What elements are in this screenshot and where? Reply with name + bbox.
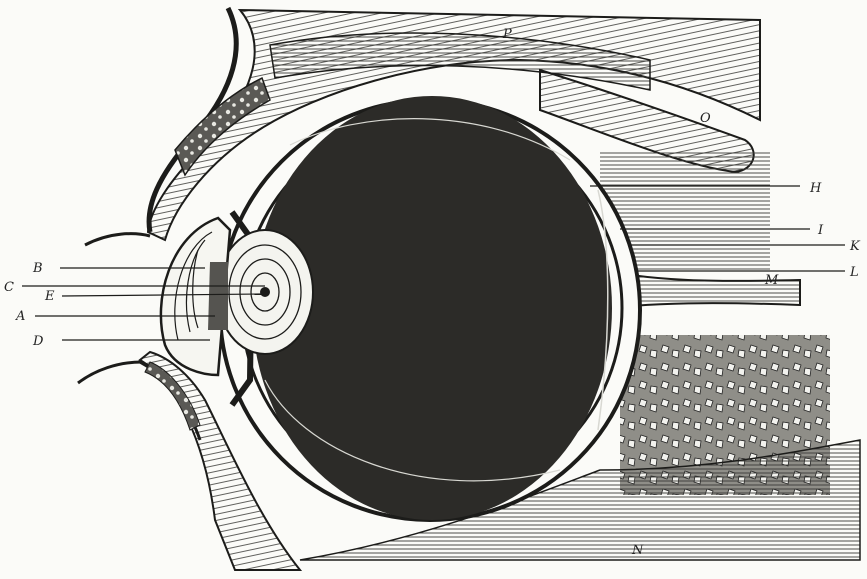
cornea (161, 218, 230, 375)
label-C: C (4, 280, 14, 295)
label-B: B (32, 261, 43, 276)
lens (217, 230, 313, 354)
label-A: A (15, 309, 25, 324)
upper-eyelid-edge (85, 234, 150, 245)
label-O: O (700, 111, 711, 126)
label-H: H (809, 181, 822, 196)
lower-eyelid-edge (78, 362, 142, 383)
label-D: D (32, 334, 44, 349)
label-P: P (502, 27, 512, 42)
label-M: M (764, 273, 779, 288)
label-E: E (44, 289, 55, 304)
label-N: N (631, 543, 644, 558)
label-L: L (849, 265, 859, 280)
label-I: I (817, 223, 824, 238)
label-K: K (849, 239, 861, 254)
